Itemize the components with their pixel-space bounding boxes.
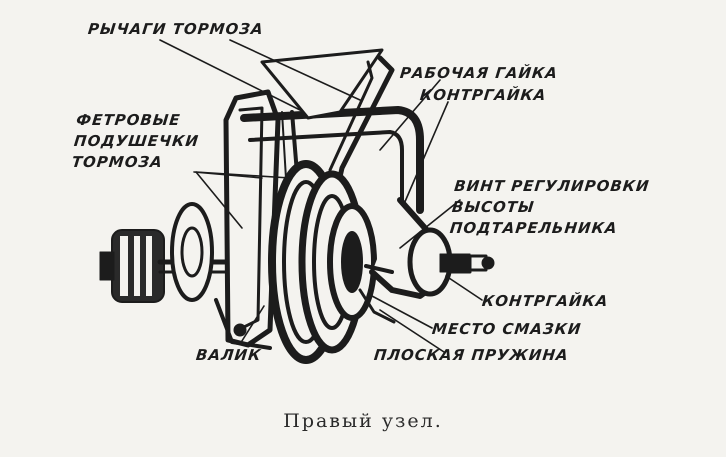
pulley-set (268, 160, 377, 364)
adjust-arm (364, 197, 495, 299)
felt-pads-label: ФЕТРОВЫЕ ПОДУШЕЧКИ ТОРМОЗА (70, 111, 200, 171)
bracket-frame (223, 89, 424, 348)
brake-levers-label: РЫЧАГИ ТОРМОЗА (87, 20, 265, 38)
lube-point-label: МЕСТО СМАЗКИ (431, 320, 583, 338)
working-nut-label: РАБОЧАЯ ГАЙКА (399, 64, 559, 82)
flat-spring-part (214, 288, 396, 350)
locknut-bottom-label: КОНТРГАЙКА (481, 292, 610, 310)
gear-hub (99, 229, 165, 303)
figure-caption: Правый узел. (283, 410, 443, 432)
adjust-screw-label: ВИНТ РЕГУЛИРОВКИ ВЫСОТЫ ПОДТАРЕЛЬНИКА (448, 177, 651, 237)
flat-spring-label: ПЛОСКАЯ ПРУЖИНА (373, 346, 570, 364)
locknut-top-label: КОНТРГАЙКА (419, 86, 548, 104)
shaft-label: ВАЛИК (195, 346, 263, 364)
leader-lines (159, 39, 483, 353)
left-disc (170, 202, 214, 302)
